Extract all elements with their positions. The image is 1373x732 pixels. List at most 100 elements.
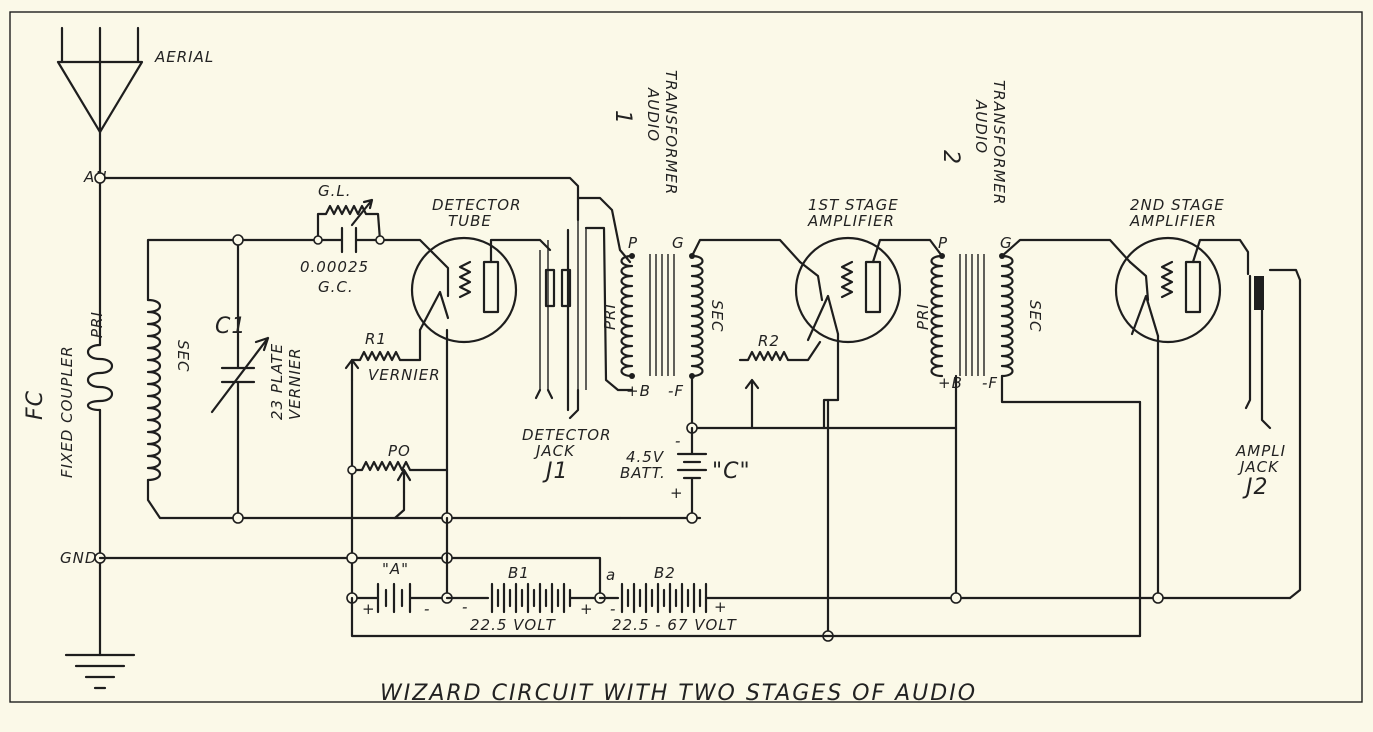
stage2-label-2: AMPLIFIER [1129, 212, 1217, 230]
gl-label: G.L. [318, 182, 352, 200]
grid-leak-resistor [316, 204, 382, 242]
po-arrow [396, 468, 412, 494]
c-batt-voltage: 4.5V [626, 448, 665, 466]
b2-label: B2 [654, 564, 676, 582]
po-node-left [347, 465, 357, 475]
b1-plus-label: + [580, 600, 594, 618]
secondary-top-wire [146, 238, 320, 302]
b1-minus-label: - [462, 598, 468, 616]
tx2-minus-f-wire [1000, 374, 1142, 404]
pri-coupler-label: PRI [88, 311, 106, 338]
c1-label: C1 [215, 314, 246, 339]
a-plus-return-bus [350, 596, 1142, 638]
b1-battery [490, 582, 572, 614]
c-batt-bottom-node [686, 512, 698, 524]
detector-tube-label-2: TUBE [448, 212, 492, 230]
sec-coupler-label: SEC [174, 340, 192, 372]
c-plus-label: + [670, 484, 684, 502]
sec2-label: SEC [1026, 300, 1044, 332]
audio-transformer-2 [930, 253, 1014, 378]
c-batt-c-label: "C" [712, 459, 751, 484]
ampli-jack-label-2: JACK [1237, 458, 1279, 476]
detector-tube-label-1: DETECTOR [432, 196, 522, 214]
a-plus-label: + [362, 600, 376, 618]
stage2-b-node [1152, 592, 1164, 604]
c1-desc-1: 23 PLATE [268, 343, 286, 420]
figure-border [9, 11, 1363, 703]
detector-tube [410, 236, 518, 344]
r1-arrow [344, 358, 360, 382]
aerial-symbol [56, 26, 144, 134]
fixed-coupler-label: FIXED COUPLER [58, 345, 76, 478]
gc-value-label: 0.00025 [300, 258, 369, 276]
c1-bottom-node [232, 512, 244, 524]
ampli-jack [1244, 268, 1302, 600]
gc-label: G.C. [318, 278, 354, 296]
detector-jack [534, 196, 634, 420]
r2-rheostat [738, 340, 822, 362]
grid-leak-arrow [350, 198, 374, 227]
j1-label: J1 [542, 459, 569, 484]
detector-jack-label-2: JACK [533, 442, 575, 460]
stage1-plate-wire [871, 238, 944, 264]
gnd-bus [98, 556, 602, 600]
stage1-grid-wire [690, 238, 802, 264]
minus-f-2-label: -F [982, 374, 998, 392]
fixed-coupler-secondary [146, 298, 162, 482]
ampli-jack-label-1: AMPLI [1235, 442, 1286, 460]
audio1-num: 1 [610, 110, 635, 125]
r2-label: R2 [758, 332, 780, 350]
r1-label: R1 [365, 330, 387, 348]
an-terminal [94, 172, 106, 184]
pri1-label: PRI [601, 303, 619, 330]
po-potentiometer [350, 460, 449, 472]
r1-vernier-label: VERNIER [368, 366, 441, 384]
fc-label: FC [23, 390, 48, 420]
g1-label: G [672, 234, 685, 252]
ground-symbol [64, 653, 136, 690]
pri2-label: PRI [914, 303, 932, 330]
gl-node-right [375, 235, 385, 245]
grid-condenser [340, 226, 358, 254]
c-batt-label: BATT. [620, 464, 666, 482]
minus-f-1-label: -F [668, 382, 684, 400]
c1-capacitor [220, 366, 256, 384]
a-minus-label: - [424, 600, 430, 618]
audio2-label-2: TRANSFORMER [990, 80, 1008, 205]
gl-node-left [313, 235, 323, 245]
r1-rheostat [350, 328, 422, 362]
b2-a-label: a [606, 566, 616, 584]
detector-plate-wire [489, 238, 552, 264]
stage2-grid-wire [1000, 238, 1132, 264]
j2-label: J2 [1242, 475, 1269, 500]
c-battery [676, 426, 708, 520]
r2-arrow [744, 378, 760, 430]
po-label: PO [388, 442, 411, 460]
audio2-num: 2 [938, 150, 963, 165]
gnd-label: GND [60, 549, 97, 567]
detector-jack-label-1: DETECTOR [522, 426, 612, 444]
c1-top-node [232, 234, 244, 246]
gnd-bus-node-1 [346, 552, 358, 564]
secondary-bottom-wire [146, 478, 622, 520]
audio1-label-1: AUDIO [644, 87, 662, 142]
p2-label: P [938, 234, 948, 252]
a-batt-label: "A" [382, 560, 409, 578]
sec1-label: SEC [708, 300, 726, 332]
audio-transformer-1 [620, 253, 704, 379]
grid-wire [316, 238, 434, 254]
stage1-amplifier-tube [794, 236, 902, 344]
c1-desc-2: VERNIER [286, 347, 304, 420]
a-battery [350, 582, 449, 614]
tx2-b-node [950, 592, 962, 604]
stage2-plate-wire [1191, 238, 1250, 276]
figure-title: WIZARD CIRCUIT WITH TWO STAGES OF AUDIO [380, 681, 977, 706]
po-wire [393, 490, 406, 520]
stage1-label-2: AMPLIFIER [807, 212, 895, 230]
b2-volt-label: 22.5 - 67 VOLT [612, 616, 738, 634]
aerial-label: AERIAL [154, 48, 214, 66]
b1-label: B1 [508, 564, 530, 582]
plus-b-2-label: +B [938, 374, 963, 392]
